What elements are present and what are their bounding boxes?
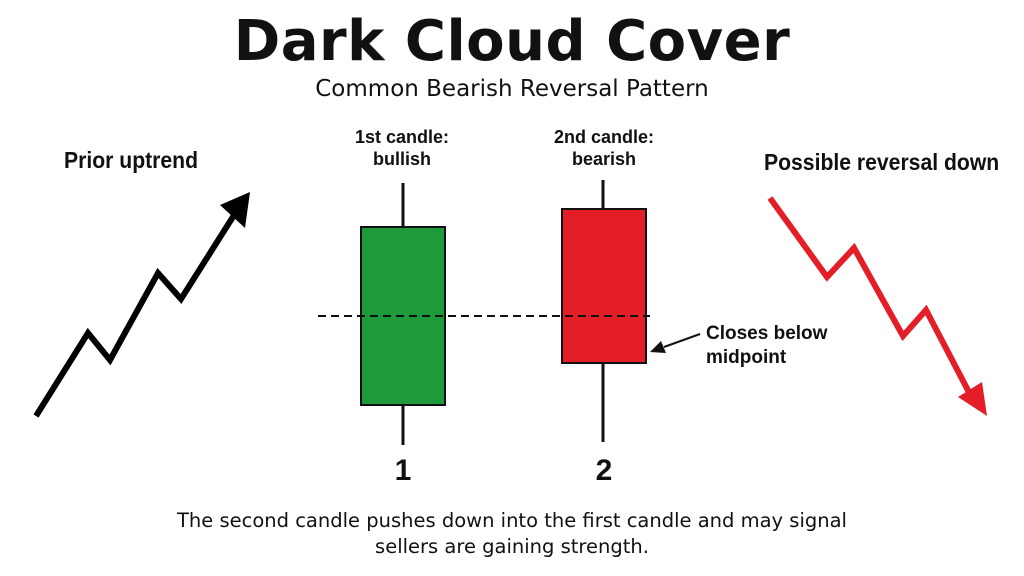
candle2-number: 2	[595, 454, 613, 487]
uptrend-arrow-line	[33, 210, 239, 418]
annotation-pointer-head	[650, 341, 666, 353]
possible-reversal-label: Possible reversal down	[764, 149, 1000, 175]
candle-2	[561, 180, 647, 442]
candle2-label-line2: bearish	[571, 149, 637, 169]
closes-below-annotation: Closes below midpoint	[706, 322, 827, 370]
candle-1	[360, 183, 446, 445]
candle1-label-line1: 1st candle:	[354, 127, 450, 147]
diagram-subtitle: Common Bearish Reversal Pattern	[315, 76, 709, 102]
footer-caption: The second candle pushes down into the f…	[0, 508, 1024, 560]
prior-uptrend-label: Prior uptrend	[64, 147, 199, 173]
downtrend-arrow	[767, 196, 987, 416]
annotation-pointer	[650, 333, 701, 353]
uptrend-arrow	[33, 192, 250, 418]
downtrend-arrowhead	[958, 382, 987, 416]
diagram-title: Dark Cloud Cover	[233, 9, 791, 74]
candle1-label-line2: bullish	[373, 149, 431, 169]
candle1-number: 1	[394, 454, 412, 487]
annotation-line2: midpoint	[706, 347, 787, 368]
footer-line1: The second candle pushes down into the f…	[177, 509, 847, 532]
candle2-body	[561, 208, 647, 364]
candle1-label: 1st candle: bullish	[322, 126, 482, 170]
downtrend-arrow-line	[767, 196, 975, 400]
uptrend-arrowhead	[220, 192, 250, 228]
candle2-label-line1: 2nd candle:	[553, 127, 655, 147]
annotation-pointer-line	[663, 333, 701, 348]
candle2-label: 2nd candle: bearish	[524, 126, 684, 170]
footer-line2: sellers are gaining strength.	[375, 535, 649, 558]
annotation-line1: Closes below	[706, 323, 828, 344]
